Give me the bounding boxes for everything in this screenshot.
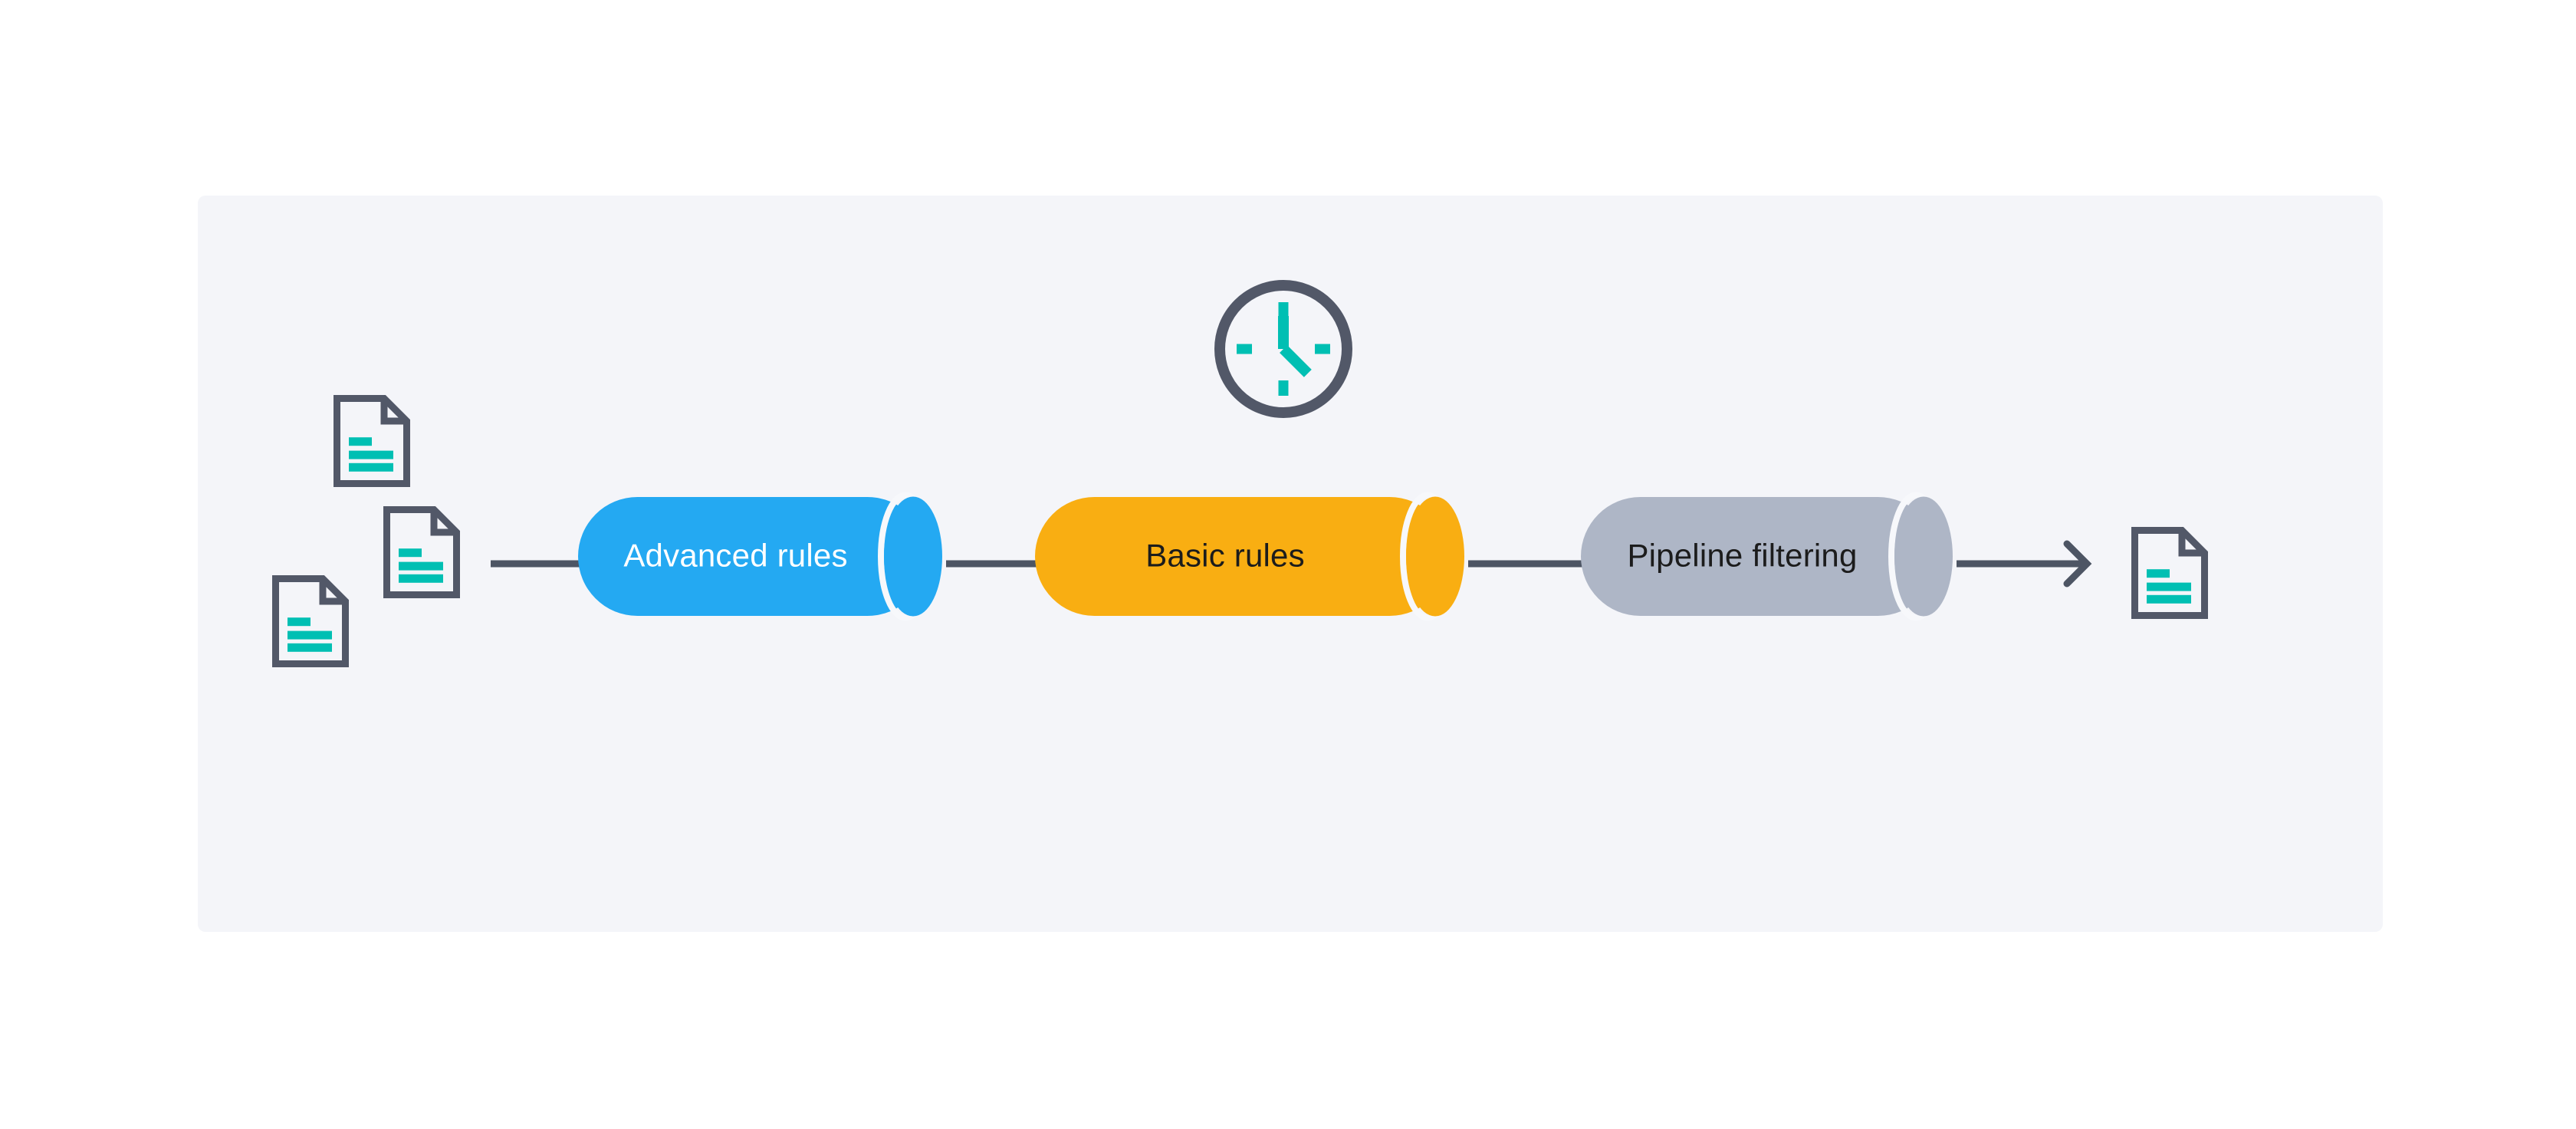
document-text-line (2147, 569, 2170, 578)
cylinder-body (1581, 497, 1937, 616)
clock-hour-hand (1280, 345, 1312, 377)
document-text-line (399, 574, 443, 583)
stage-pipeline-filtering[interactable]: Pipeline filtering (1581, 492, 1953, 621)
cylinder-end-cap (884, 496, 942, 617)
document-icon-bottom (272, 575, 349, 667)
stage-label: Pipeline filtering (1627, 538, 1857, 574)
stage-layer: Advanced rules Basic rules Pipeline filter… (578, 492, 1953, 621)
stage-label: Advanced rules (623, 538, 847, 574)
cylinder-body (578, 497, 927, 616)
document-text-line (288, 617, 310, 627)
document-fold-corner (319, 578, 346, 605)
stage-label: Basic rules (1145, 538, 1305, 574)
stage-advanced-rules[interactable]: Advanced rules (578, 492, 942, 621)
clock-ring (1214, 280, 1352, 418)
document-text-line (288, 643, 332, 652)
document-layer (272, 395, 2208, 667)
cylinder-end-cap (1894, 496, 1953, 617)
document-text-line (399, 548, 422, 558)
document-fold-corner (380, 398, 407, 425)
document-icon-output (2131, 527, 2208, 619)
document-icon-middle (383, 506, 460, 598)
document-fold-corner (430, 509, 457, 536)
document-text-line (2147, 594, 2191, 604)
document-text-line (349, 450, 393, 459)
document-icon-top (334, 395, 410, 487)
clock-icon (1214, 280, 1352, 418)
connector-layer (491, 540, 2092, 588)
cylinder-body (1035, 497, 1449, 616)
stage-basic-rules[interactable]: Basic rules (1035, 492, 1464, 621)
arrow-head-icon (2063, 540, 2092, 588)
cylinder-end-cap (1406, 496, 1464, 617)
document-text-line (2147, 582, 2191, 591)
document-fold-corner (2178, 530, 2205, 557)
document-text-line (288, 630, 332, 640)
document-text-line (349, 462, 393, 472)
document-text-line (399, 561, 443, 571)
document-text-line (349, 437, 372, 446)
